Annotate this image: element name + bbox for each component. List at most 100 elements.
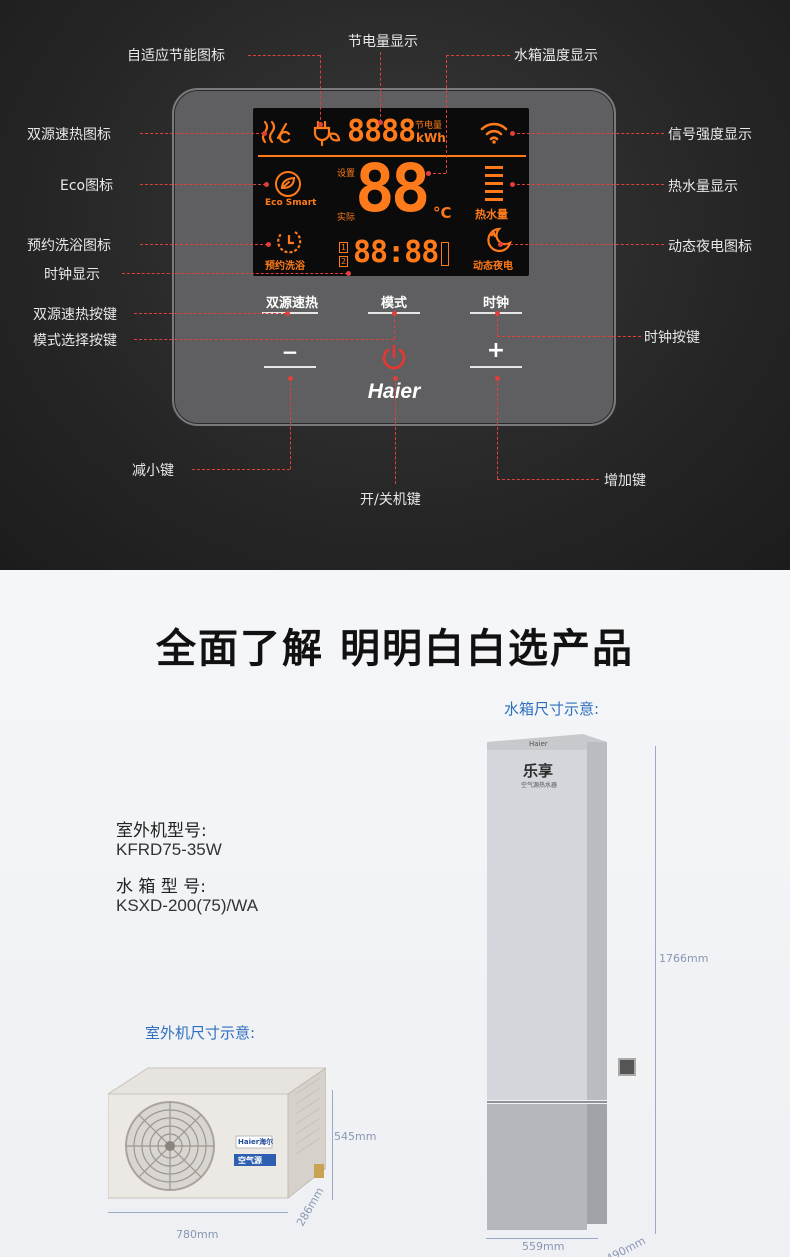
- leader-dot: [495, 311, 500, 316]
- annotation-dual-heat-key: 双源速热按键: [33, 307, 117, 323]
- leader-dot: [392, 311, 397, 316]
- annotation-power-display: 节电量显示: [348, 34, 418, 50]
- tank-series-sub-label: 空气源热水器: [521, 782, 558, 789]
- leader-line: [446, 55, 510, 56]
- annotation-power-key: 开/关机键: [360, 492, 421, 508]
- temp-digits: 88: [355, 150, 431, 227]
- dual-heat-button-label: 双源速热: [265, 296, 318, 311]
- leader-dot: [393, 376, 398, 381]
- clock-button-label: 时钟: [482, 296, 509, 311]
- leader-line: [512, 133, 664, 134]
- reserve-bath-icon: [277, 231, 302, 254]
- clock-side-marks: [441, 242, 449, 266]
- tank-width-label: 559mm: [522, 1240, 565, 1253]
- leader-line: [446, 55, 447, 173]
- tank-height-label: 1766mm: [659, 952, 709, 965]
- annotation-signal: 信号强度显示: [668, 127, 752, 143]
- leader-dot: [378, 120, 383, 125]
- annotation-minus-key: 减小键: [132, 463, 174, 479]
- kwh-label-top: 节电量: [415, 121, 443, 131]
- water-tank-image: Haier 乐享 空气源热水器: [483, 730, 636, 1234]
- annotation-mode-key: 模式选择按键: [33, 333, 117, 349]
- leader-line: [140, 184, 266, 185]
- leader-dot: [285, 311, 290, 316]
- dual-heat-icon: [261, 120, 291, 144]
- outdoor-brand-label: Haier海尔: [238, 1138, 274, 1146]
- annotation-dual-heat: 双源速热图标: [27, 127, 111, 143]
- hot-water-bars-icon: [485, 166, 503, 201]
- temp-unit: °C: [433, 204, 452, 222]
- leader-line: [192, 469, 290, 470]
- leader-dot: [495, 376, 500, 381]
- leader-dot: [498, 242, 503, 247]
- annotation-energy-saving: 自适应节能图标: [127, 48, 225, 64]
- signal-icon: [480, 122, 508, 144]
- reserve-bath-label: 预约洗浴: [265, 261, 305, 272]
- leader-dot: [264, 182, 269, 187]
- eco-smart-label: Eco Smart: [265, 198, 317, 208]
- annotation-tank-temp: 水箱温度显示: [514, 48, 598, 64]
- minus-button-label: −: [281, 340, 299, 364]
- plus-button-label: +: [486, 338, 506, 363]
- leader-line: [380, 52, 381, 122]
- leader-line: [248, 55, 320, 56]
- annotation-eco: Eco图标: [60, 178, 114, 194]
- set-label: 设置: [337, 169, 356, 179]
- outdoor-unit-image: Haier海尔 空气源: [106, 1064, 328, 1200]
- outdoor-height-label: 545mm: [334, 1130, 377, 1143]
- tank-depth-label: 490mm: [604, 1234, 648, 1257]
- leader-dot: [426, 171, 431, 176]
- energy-saving-icon: [313, 120, 341, 147]
- leader-line: [395, 378, 396, 484]
- tank-series-label: 乐享: [523, 762, 554, 780]
- leader-line: [290, 378, 291, 469]
- clock-digits: 88:88: [353, 235, 439, 270]
- tank-size-title: 水箱尺寸示意:: [504, 700, 600, 718]
- tank-model-value: KSXD-200(75)/WA: [116, 896, 259, 915]
- annotation-reserve-bath: 预约洗浴图标: [27, 238, 111, 254]
- section-headline: 全面了解 明明白白选产品: [156, 626, 634, 672]
- outdoor-size-title: 室外机尺寸示意:: [145, 1024, 256, 1042]
- leader-line: [140, 133, 264, 134]
- outdoor-model-value: KFRD75-35W: [116, 840, 222, 859]
- leader-dot: [262, 131, 267, 136]
- annotation-hot-water: 热水量显示: [668, 179, 738, 195]
- eco-leaf-icon: [275, 171, 301, 197]
- leader-line: [140, 244, 268, 245]
- outdoor-badge-label: 空气源: [238, 1156, 262, 1165]
- annotation-plus-key: 增加键: [604, 473, 646, 489]
- power-button[interactable]: [379, 342, 409, 372]
- outdoor-model-label: 室外机型号:: [116, 821, 207, 841]
- outdoor-width-label: 780mm: [176, 1228, 219, 1241]
- plus-button[interactable]: [470, 366, 522, 368]
- lcd-divider: [258, 155, 526, 157]
- leader-line: [428, 173, 446, 174]
- minus-button[interactable]: [264, 366, 316, 368]
- kwh-label-bottom: kWh: [416, 131, 446, 145]
- night-power-label: 动态夜电: [473, 261, 513, 272]
- annotation-clock-key: 时钟按键: [644, 330, 700, 346]
- leader-dot: [288, 376, 293, 381]
- night-power-icon: [487, 227, 512, 253]
- tank-brand-label: Haier: [529, 740, 548, 748]
- actual-label: 实际: [337, 213, 356, 223]
- clock-index-1: 1: [339, 242, 348, 253]
- leader-line: [497, 378, 498, 479]
- leader-dot: [346, 271, 351, 276]
- leader-line: [320, 55, 321, 125]
- annotation-night-power: 动态夜电图标: [668, 239, 752, 255]
- leader-dot: [510, 182, 515, 187]
- annotation-clock-display: 时钟显示: [44, 267, 100, 283]
- leader-line: [512, 184, 664, 185]
- outdoor-height-line: [332, 1090, 333, 1200]
- tank-width-line: [486, 1238, 598, 1239]
- dual-heat-button[interactable]: [262, 312, 318, 314]
- tank-side-handle: [618, 1058, 636, 1076]
- leader-dot: [266, 242, 271, 247]
- leader-line: [500, 244, 664, 245]
- mode-button-label: 模式: [380, 296, 407, 311]
- leader-line: [497, 336, 641, 337]
- lcd-screen: 8888 节电量 kWh Eco Smart 设置 实际 88 °C 热水量 预…: [253, 108, 529, 276]
- product-size-section: 全面了解 明明白白选产品 水箱尺寸示意: 室外机型号: KFRD75-35W 水…: [0, 570, 790, 1257]
- leader-line: [134, 339, 394, 340]
